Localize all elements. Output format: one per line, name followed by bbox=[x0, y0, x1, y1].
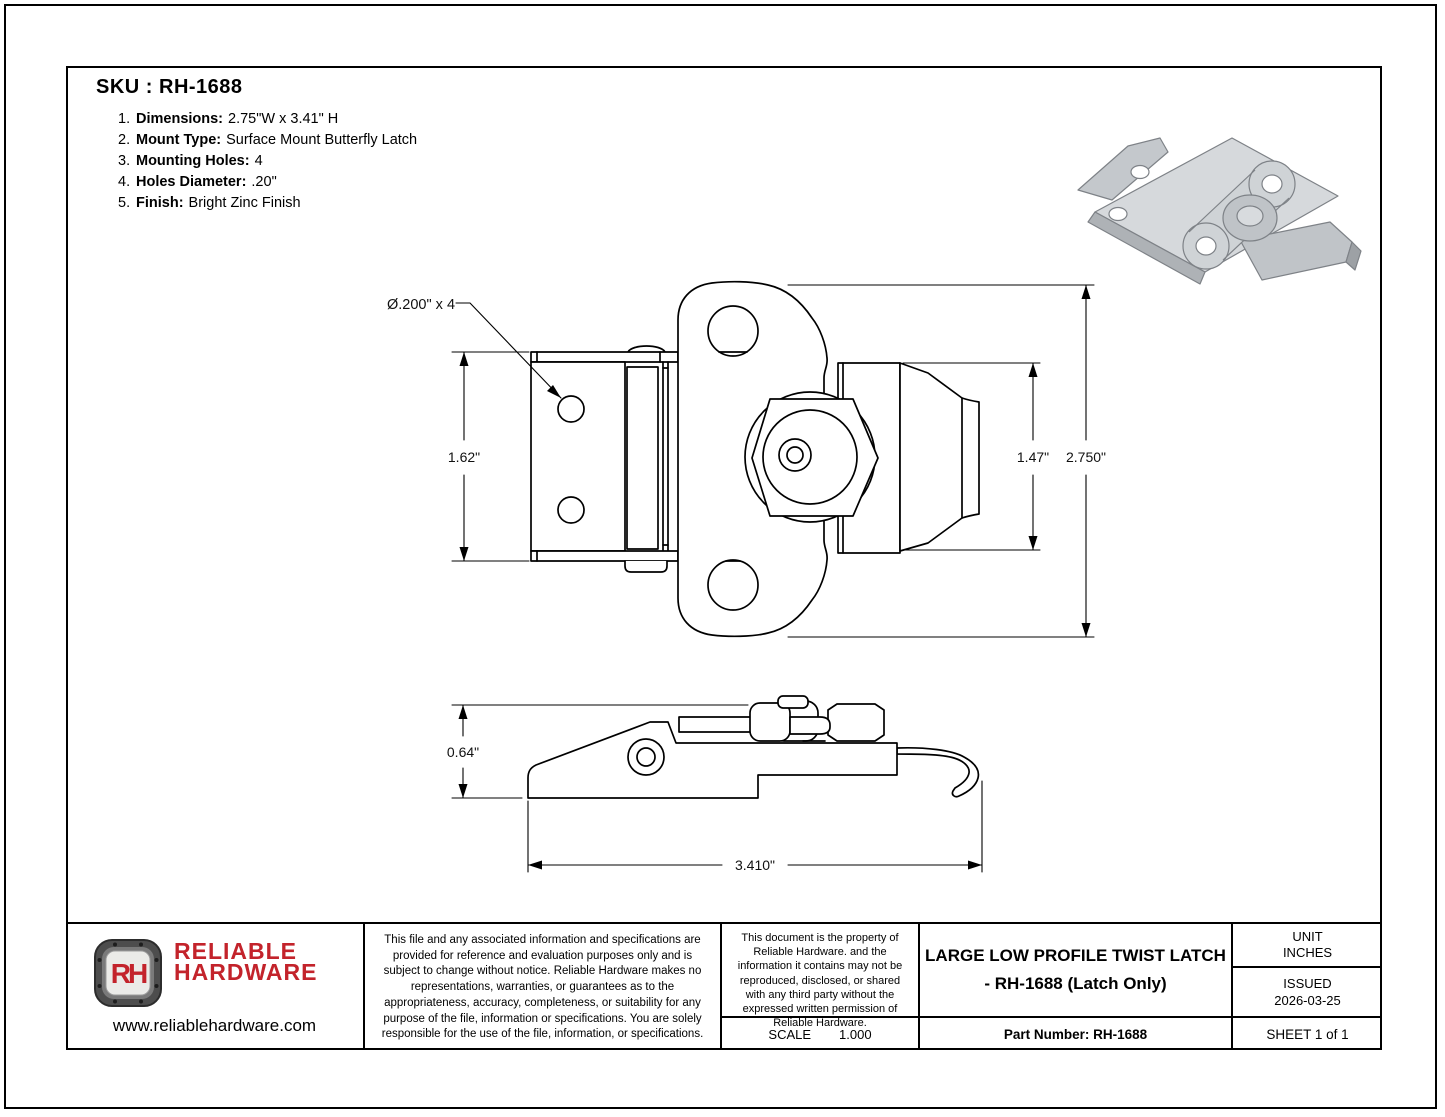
spec-label: Mount Type: bbox=[136, 132, 222, 148]
butterfly-hole-bottom bbox=[707, 559, 759, 611]
sku-title: SKU : RH-1688 bbox=[96, 76, 243, 98]
side-view-drawing bbox=[527, 695, 980, 799]
spec-value: Bright Zinc Finish bbox=[188, 195, 301, 211]
scale-value: 1.000 bbox=[839, 1026, 872, 1042]
reliable-hardware-logo-icon: RH bbox=[94, 939, 162, 1007]
spec-value: Surface Mount Butterfly Latch bbox=[226, 132, 418, 148]
dim-bracket-height bbox=[451, 351, 530, 562]
brand-name-line1: RELIABLE bbox=[174, 938, 297, 964]
spec-number: 1. bbox=[118, 111, 131, 127]
disclaimer-cell: This file and any associated information… bbox=[365, 922, 722, 1050]
drawing-frame bbox=[66, 66, 1382, 1050]
spec-label: Mounting Holes: bbox=[136, 153, 250, 169]
spec-number: 3. bbox=[118, 153, 131, 169]
unit-label: UNIT bbox=[1292, 929, 1323, 944]
spec-value: 2.75"W x 3.41" H bbox=[228, 111, 339, 127]
dim-overall-length bbox=[527, 780, 983, 873]
issued-value: 2026-03-25 bbox=[1274, 993, 1341, 1008]
spec-value: 4 bbox=[254, 153, 263, 169]
spec-label: Holes Diameter: bbox=[136, 174, 247, 190]
scale-label: SCALE bbox=[768, 1026, 812, 1042]
unit-value: INCHES bbox=[1282, 945, 1333, 960]
mounting-hole bbox=[557, 395, 585, 423]
dim-profile-height bbox=[451, 704, 749, 799]
spec-row-finish: 5. Finish:Bright Zinc Finish bbox=[96, 193, 656, 214]
sheet-cell: SHEET 1 of 1 bbox=[1266, 1026, 1349, 1042]
spec-row-mount-type: 2. Mount Type:Surface Mount Butterfly Lat… bbox=[96, 130, 656, 151]
unit-cell: UNIT INCHES bbox=[1233, 922, 1382, 968]
part-number-cell: Part Number: RH-1688 bbox=[920, 1018, 1233, 1050]
butterfly-hole-top bbox=[707, 305, 759, 357]
spec-value: .20" bbox=[251, 174, 277, 190]
spec-number: 4. bbox=[118, 174, 131, 190]
spec-row-holes-diameter: 4. Holes Diameter:.20" bbox=[96, 172, 656, 193]
wing-nut-profile bbox=[749, 695, 885, 742]
dimensions bbox=[451, 284, 1095, 873]
dim-label-overall-height: 2.750" bbox=[1066, 449, 1106, 465]
logo-cell: RH RELIABLE HARDWARE www.reliablehardwar… bbox=[66, 922, 365, 1050]
spec-row-dimensions: 1. Dimensions:2.75"W x 3.41" H bbox=[96, 109, 656, 130]
brand-name: RELIABLE HARDWARE bbox=[174, 938, 318, 985]
drawing-title-line2: - RH-1688 (Latch Only) bbox=[984, 974, 1167, 993]
drawing-title-line1: LARGE LOW PROFILE TWIST LATCH bbox=[925, 946, 1226, 965]
spec-label: Finish: bbox=[136, 195, 184, 211]
keeper-bracket bbox=[530, 345, 679, 573]
spec-label: Dimensions: bbox=[136, 111, 224, 127]
spec-number: 2. bbox=[118, 132, 131, 148]
dim-overall-height bbox=[787, 284, 1095, 638]
logo-monogram: RH bbox=[111, 958, 147, 989]
dim-label-overall-length: 3.410" bbox=[735, 857, 775, 873]
issued-label: ISSUED bbox=[1283, 976, 1332, 991]
technical-drawing: Ø.200" x 4 1.62" 1.47" 2.750" 0.64" 3.41… bbox=[387, 137, 1362, 873]
front-view-drawing bbox=[530, 280, 980, 638]
latch-profile-body bbox=[527, 721, 898, 799]
spec-row-mounting-holes: 3. Mounting Holes:4 bbox=[96, 151, 656, 172]
dim-label-profile-height: 0.64" bbox=[447, 744, 479, 760]
mounting-hole bbox=[557, 496, 585, 524]
dim-latch-body-height bbox=[902, 362, 1041, 551]
drawing-title-cell: LARGE LOW PROFILE TWIST LATCH - RH-1688 … bbox=[920, 922, 1233, 1018]
isometric-product-image bbox=[1077, 137, 1362, 285]
hole-diameter-leader bbox=[455, 302, 562, 399]
scale-cell: SCALE 1.000 bbox=[722, 1018, 920, 1050]
sku-panel: SKU : RH-1688 1. Dimensions:2.75"W x 3.41… bbox=[96, 76, 656, 214]
brand-name-line2: HARDWARE bbox=[174, 959, 318, 985]
property-notice-cell: This document is the property of Reliabl… bbox=[722, 922, 920, 1029]
page-outer-border bbox=[4, 4, 1437, 1109]
dim-label-latch-body-height: 1.47" bbox=[1017, 449, 1049, 465]
hook-wire bbox=[896, 746, 980, 798]
dim-label-bracket-height: 1.62" bbox=[448, 449, 480, 465]
hole-diameter-callout: Ø.200" x 4 bbox=[387, 297, 455, 313]
spec-number: 5. bbox=[118, 195, 131, 211]
website-link[interactable]: www.reliablehardware.com bbox=[112, 1016, 317, 1035]
twist-knob bbox=[744, 391, 879, 523]
issued-cell: ISSUED 2026-03-25 bbox=[1233, 968, 1382, 1018]
spec-list: 1. Dimensions:2.75"W x 3.41" H 2. Mount Ty… bbox=[96, 109, 656, 214]
